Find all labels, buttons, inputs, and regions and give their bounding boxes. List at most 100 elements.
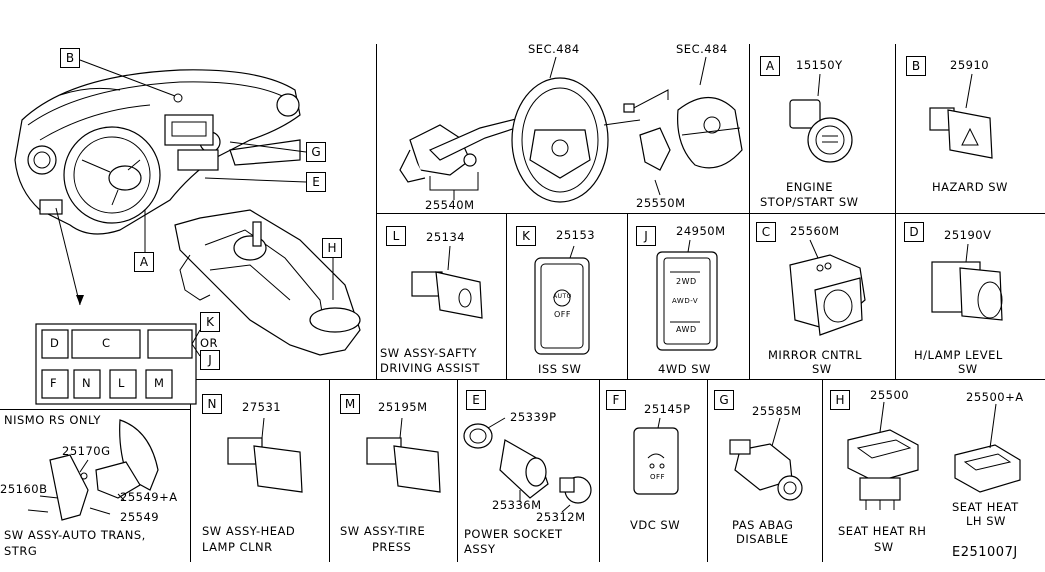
panel-label-m: M — [154, 376, 165, 390]
caption-j-1: 4WD SW — [658, 362, 711, 376]
callout-g: G — [306, 142, 326, 162]
part-number-combination-switch: 25540M — [425, 198, 475, 212]
vdc-label-off: OFF — [650, 473, 666, 481]
part-number-nismo-1: 25170G — [62, 444, 111, 458]
panel-label-d: D — [50, 336, 60, 350]
panel-label-l: L — [118, 376, 125, 390]
nismo-title: NISMO RS ONLY — [4, 413, 101, 427]
caption-a-1: ENGINE — [786, 180, 834, 194]
caption-m-2: PRESS — [372, 540, 412, 554]
diagram-id: E251007J — [952, 545, 1018, 560]
divider — [895, 213, 897, 380]
caption-g-2: DISABLE — [736, 532, 789, 546]
caption-e-1: POWER SOCKET — [464, 527, 563, 541]
headlamp-level-switch-drawing — [931, 261, 1003, 321]
callout-e: E — [306, 172, 326, 192]
cell-letter-j: J — [636, 226, 656, 246]
part-number-e-3: 25312M — [536, 510, 586, 524]
cell-letter-k: K — [516, 226, 536, 246]
caption-h-rh-1: SEAT HEAT RH — [838, 524, 927, 538]
caption-n-2: LAMP CLNR — [202, 540, 273, 554]
caption-e-2: ASSY — [464, 542, 496, 556]
caption-n-1: SW ASSY-HEAD — [202, 524, 296, 538]
engine-start-switch-drawing — [789, 99, 853, 163]
steering-wheel-drawing — [511, 77, 609, 203]
callout-b: B — [60, 48, 80, 68]
vdc-switch-drawing — [633, 427, 679, 495]
panel-label-j: J — [200, 350, 220, 370]
dashboard-drawing — [14, 69, 301, 235]
caption-nismo-1: SW ASSY-AUTO TRANS, — [4, 528, 146, 542]
cell-letter-d: D — [904, 222, 924, 242]
iss-label-auto: AUTO — [553, 293, 572, 300]
panel-label-k: K — [200, 312, 220, 332]
cell-letter-l: L — [386, 226, 406, 246]
part-number-f: 25145P — [644, 402, 691, 416]
part-number-k: 25153 — [556, 228, 596, 242]
callout-h: H — [322, 238, 342, 258]
divider — [329, 379, 331, 562]
cell-letter-c: C — [756, 222, 776, 242]
callout-a: A — [134, 252, 154, 272]
caption-m-1: SW ASSY-TIRE — [340, 524, 426, 538]
divider — [190, 379, 192, 562]
section-ref-1: SEC.484 — [528, 42, 580, 56]
divider — [0, 409, 190, 411]
part-number-d: 25190V — [944, 228, 992, 242]
4wd-label-awdv: AWD-V — [672, 297, 699, 305]
paddle-shifter-drawing — [49, 419, 159, 521]
cell-letter-a: A — [760, 56, 780, 76]
cell-letter-m: M — [340, 394, 360, 414]
cell-letter-h: H — [830, 390, 850, 410]
part-number-e-2: 25336M — [492, 498, 542, 512]
clock-spring-drawing — [603, 89, 671, 171]
caption-c-1: MIRROR CNTRL — [768, 348, 863, 362]
cell-letter-e: E — [466, 390, 486, 410]
part-number-g: 25585M — [752, 404, 802, 418]
divider — [506, 213, 508, 380]
headlamp-cleaner-switch-drawing — [227, 437, 303, 493]
part-number-h-1: 25500 — [870, 388, 910, 402]
seat-heat-lh-switch-drawing — [954, 444, 1021, 493]
cell-letter-f: F — [606, 390, 626, 410]
section-ref-2: SEC.484 — [676, 42, 728, 56]
caption-d-2: SW — [958, 362, 978, 376]
part-number-c: 25560M — [790, 224, 840, 238]
caption-g-1: PAS ABAG — [732, 518, 794, 532]
caption-l-2: DRIVING ASSIST — [380, 361, 480, 375]
caption-a-2: STOP/START SW — [760, 195, 859, 209]
caption-h-lh-1: SEAT HEAT — [952, 500, 1019, 514]
part-number-clock-spring: 25550M — [636, 196, 686, 210]
part-number-a: 15150Y — [796, 58, 843, 72]
part-number-b: 25910 — [950, 58, 990, 72]
hazard-switch-drawing — [929, 107, 993, 159]
caption-k-1: ISS SW — [538, 362, 582, 376]
part-number-j: 24950M — [676, 224, 726, 238]
airbag-drawing — [677, 97, 743, 169]
power-socket-drawing — [463, 423, 592, 504]
divider — [707, 379, 709, 562]
cell-letter-g: G — [714, 390, 734, 410]
panel-label-f: F — [50, 376, 58, 390]
divider — [457, 379, 459, 562]
divider — [822, 379, 824, 562]
4wd-switch-drawing — [656, 251, 718, 351]
caption-nismo-2: STRG — [4, 544, 38, 558]
4wd-label-awd: AWD — [676, 325, 697, 334]
part-number-nismo-3: 25549+A — [120, 490, 178, 504]
part-number-h-2: 25500+A — [966, 390, 1024, 404]
part-number-l: 25134 — [426, 230, 466, 244]
divider — [376, 213, 1045, 215]
airbag-disable-switch-drawing — [729, 439, 803, 501]
iss-label-off: OFF — [554, 310, 571, 319]
combination-switch-drawing — [399, 117, 523, 191]
divider — [895, 44, 897, 214]
caption-h-rh-2: SW — [874, 540, 894, 554]
part-number-e-1: 25339P — [510, 410, 557, 424]
part-number-nismo-2: 25160B — [0, 482, 48, 496]
iss-switch-drawing — [534, 257, 590, 355]
part-number-nismo-4: 25549 — [120, 510, 160, 524]
caption-f-1: VDC SW — [630, 518, 681, 532]
caption-d-1: H/LAMP LEVEL — [914, 348, 1003, 362]
